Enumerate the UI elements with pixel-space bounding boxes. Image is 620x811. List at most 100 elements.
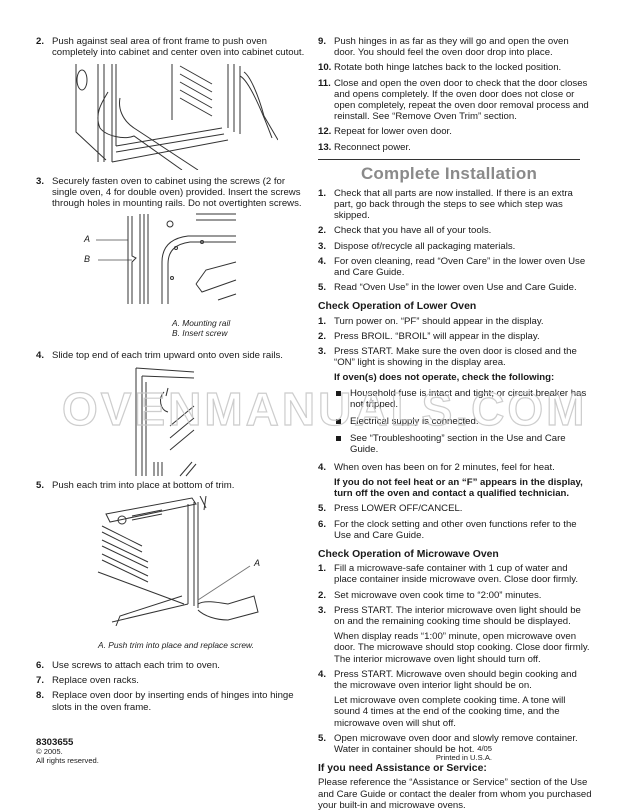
troubleshooting-checklist: Household fuse is intact and tight; or c… [334,388,592,456]
printed-in: Printed in U.S.A. [435,752,492,762]
step-text: Replace oven door by inserting ends of h… [52,690,294,713]
step-text: Set microwave oven cook time to “2:00” m… [334,589,542,601]
footer-left: 8303655 © 2005. All rights reserved. [36,737,99,765]
callout-label-a: A [254,558,261,568]
microwave-steps: 1.Fill a microwave-safe container with 1… [318,563,592,755]
step-item: 4. Slide top end of each trim upward ont… [36,350,283,361]
rights-reserved: All rights reserved. [36,755,99,765]
square-bullet-icon [336,419,341,425]
figure-push-oven [72,62,278,170]
step-text: Fill a microwave-safe container with 1 c… [334,563,579,586]
step-item: 4. Press START. Microwave oven should be… [318,669,592,729]
step-item: 2.Set microwave oven cook time to “2:00”… [318,589,542,601]
check-following-heading: If oven(s) does not operate, check the f… [334,372,555,384]
step-item: 4. When oven has been on for 2 minutes, … [318,462,592,500]
step-text: Reconnect power. [334,141,411,153]
step-item: 10.Rotate both hinge latches back to the… [318,62,562,74]
step-item: 5.Read “Oven Use” in the lower oven Use … [318,282,577,294]
step-text: Press BROIL. “BROIL” will appear in the … [334,330,540,342]
square-bullet-icon [336,436,341,442]
steps-6-to-8: 6. Use screws to attach each trim to ove… [36,660,306,717]
step-item: 5.Open microwave oven door and slowly re… [318,732,578,755]
step-text: Push hinges in as far as they will go an… [334,36,569,59]
section-divider [318,158,580,160]
step-text: Read “Oven Use” in the lower oven Use an… [334,282,577,294]
complete-installation-steps: 1.Check that all parts are now installed… [318,188,592,294]
lower-oven-steps: 1.Turn power on. “PF” should appear in t… [318,316,592,541]
step-item: 3. Press START. The interior microwave o… [318,605,592,665]
callout-label-b: B [84,254,91,264]
step-item: 6. Use screws to attach each trim to ove… [36,660,220,671]
document-number: 8303655 [36,737,74,748]
step-item: 9.Push hinges in as far as they will go … [318,36,569,59]
step-item: 7. Replace oven racks. [36,675,139,687]
warning-text: If you do not feel heat or an “F” appear… [334,476,583,500]
step-text: Press START. The interior microwave oven… [334,604,581,627]
square-bullet-icon [336,390,341,396]
step-3: 3. Securely fasten oven to cabinet using… [36,176,306,214]
step-item: 4.For oven cleaning, read “Oven Care” in… [318,255,586,279]
figure-slide-trim [134,366,254,478]
step-text: Dispose of/recycle all packaging materia… [334,240,516,252]
step-item: 3.Dispose of/recycle all packaging mater… [318,240,516,252]
step-text: Push each trim into place at bottom of t… [52,480,235,491]
step-extra-text: When display reads “1:00” minute, open m… [334,631,590,665]
caption-push-trim: A. Push trim into place and replace scre… [98,640,254,650]
step-item: 3. Securely fasten oven to cabinet using… [36,176,302,210]
step-item: 2. Push against seal area of front frame… [36,36,305,59]
figure-push-trim: A [92,496,292,636]
step-4: 4. Slide top end of each trim upward ont… [36,350,306,365]
step-5: 5. Push each trim into place at bottom o… [36,480,306,495]
step-item: 11.Close and open the oven door to check… [318,77,589,123]
assistance-text: Please reference the “Assistance or Serv… [318,777,592,811]
footer-right: 4/05 Printed in U.S.A. [435,744,492,762]
heading-assistance: If you need Assistance or Service: [318,763,487,775]
step-text: Push against seal area of front frame to… [52,36,305,59]
heading-lower-oven: Check Operation of Lower Oven [318,301,477,313]
bullet-item: Household fuse is intact and tight; or c… [334,388,592,410]
figure-mounting-rail: A B A. Mounting rail B. Insert screw [76,212,266,342]
step-text: Securely fasten oven to cabinet using th… [52,176,302,210]
step-item: 2.Check that you have all of your tools. [318,225,492,237]
copyright: © 2005. [36,747,63,756]
step-text: When oven has been on for 2 minutes, fee… [334,461,555,473]
steps-9-to-13: 9.Push hinges in as far as they will go … [318,36,592,153]
step-text: Check that you have all of your tools. [334,225,492,237]
step-text: Open microwave oven door and slowly remo… [334,732,578,755]
step-text: Repeat for lower oven door. [334,126,452,138]
step-text: Slide top end of each trim upward onto o… [52,350,283,361]
right-column: 9.Push hinges in as far as they will go … [318,36,592,811]
step-text: Turn power on. “PF” should appear in the… [334,315,544,327]
step-text: For oven cleaning, read “Oven Care” in t… [334,255,586,279]
step-item: 3. Press START. Make sure the oven door … [318,346,592,456]
step-text: For the clock setting and other oven fun… [334,518,577,541]
step-item: 12.Repeat for lower oven door. [318,126,452,138]
step-item: 1.Fill a microwave-safe container with 1… [318,563,579,586]
step-text: Press START. Make sure the oven door is … [334,346,577,369]
step-item: 5.Press LOWER OFF/CANCEL. [318,503,463,515]
step-item: 5. Push each trim into place at bottom o… [36,480,235,491]
caption-insert-screw: B. Insert screw [172,328,228,338]
step-2: 2. Push against seal area of front frame… [36,36,306,62]
bullet-item: Electrical supply is connected. [334,416,592,427]
callout-label-a: A [84,234,91,244]
step-item: 1.Turn power on. “PF” should appear in t… [318,315,544,327]
section-title-complete-installation: Complete Installation [360,163,538,183]
step-item: 2.Press BROIL. “BROIL” will appear in th… [318,330,540,342]
step-text: Press START. Microwave oven should begin… [334,668,577,691]
step-item: 6.For the clock setting and other oven f… [318,518,577,541]
heading-microwave: Check Operation of Microwave Oven [318,548,499,560]
step-item: 13.Reconnect power. [318,141,411,153]
step-text: Check that all parts are now installed. … [334,187,573,222]
caption-mounting-rail: A. Mounting rail [172,318,231,328]
step-text: Press LOWER OFF/CANCEL. [334,503,463,515]
bullet-item: See “Troubleshooting” section in the Use… [334,433,592,455]
step-item: 8. Replace oven door by inserting ends o… [36,690,294,713]
step-item: 1.Check that all parts are now installed… [318,187,573,222]
print-date: 4/05 [477,744,492,753]
step-text: Replace oven racks. [52,675,139,687]
step-text: Rotate both hinge latches back to the lo… [334,62,562,74]
step-text: Use screws to attach each trim to oven. [52,660,220,671]
step-extra-text: Let microwave oven complete cooking time… [334,695,566,729]
step-text: Close and open the oven door to check th… [334,77,589,123]
